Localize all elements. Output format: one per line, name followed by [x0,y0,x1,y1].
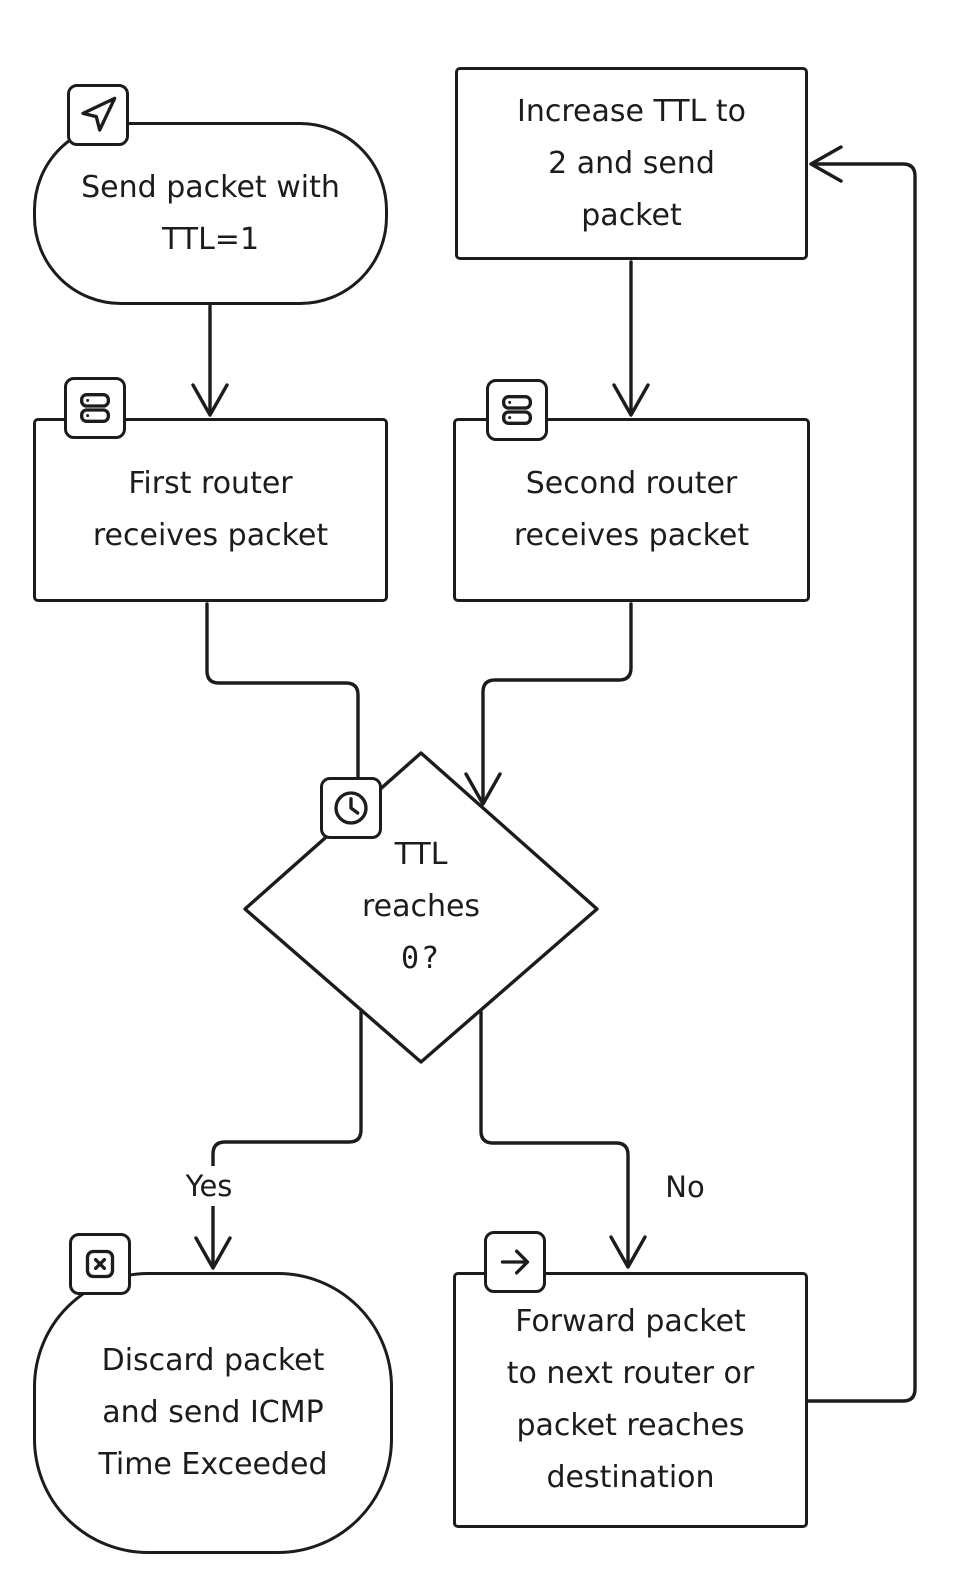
node-start-line: TTL=1 [161,221,260,257]
clock-icon [320,777,382,839]
node-decision-shape [243,751,599,1064]
edge-second-router-to-decision [481,602,633,801]
edge-label-no: No [659,1167,711,1207]
node-discard-line: Discard packet [101,1343,325,1378]
x-square-icon [69,1233,131,1295]
node-decision-line: TTL [394,837,448,872]
arrow-right-icon [484,1231,546,1293]
node-discard-line: and send ICMP [102,1395,324,1430]
node-decision-line: reaches [361,889,481,924]
edge-first-router-to-decision [205,602,360,782]
node-first-router: First router receives packet [33,418,388,602]
arrowhead [464,772,502,806]
node-increase-ttl-line: Increase TTL to [517,93,746,129]
node-decision-line: 0? [400,941,442,976]
server-icon [64,377,126,439]
node-increase-ttl-line: 2 and send [548,145,715,181]
node-second-router-line: Second router [525,466,738,501]
node-increase-ttl: Increase TTL to 2 and send packet [455,67,808,260]
node-start-line: Send packet with [81,169,340,205]
node-discard: Discard packet and send ICMP Time Exceed… [33,1272,393,1554]
send-icon [67,84,129,146]
edge-decision-to-discard [211,1010,363,1265]
node-forward: Forward packet to next router or packet … [453,1272,808,1528]
node-forward-line: packet reaches [516,1408,745,1443]
node-first-router-line: First router [128,466,293,501]
server-icon [486,379,548,441]
node-start: Send packet with TTL=1 [33,122,388,305]
edge-label-yes: Yes [179,1166,239,1206]
arrowhead [191,383,229,417]
arrowhead [194,1236,232,1270]
node-increase-ttl-line: packet [581,197,682,233]
arrowhead [609,1235,647,1269]
node-forward-line: Forward packet [515,1304,746,1339]
edge-decision-to-forward [479,1010,630,1264]
arrowhead [809,145,843,183]
arrowhead [612,383,650,417]
node-decision-label: TTL reaches 0? [296,829,546,985]
node-discard-line: Time Exceeded [98,1447,328,1482]
edge-forward-to-increase-ttl [806,162,917,1403]
node-second-router: Second router receives packet [453,418,810,602]
node-second-router-line: receives packet [513,518,750,553]
node-first-router-line: receives packet [92,518,329,553]
node-forward-line: destination [546,1460,715,1495]
node-forward-line: to next router or [506,1356,755,1391]
